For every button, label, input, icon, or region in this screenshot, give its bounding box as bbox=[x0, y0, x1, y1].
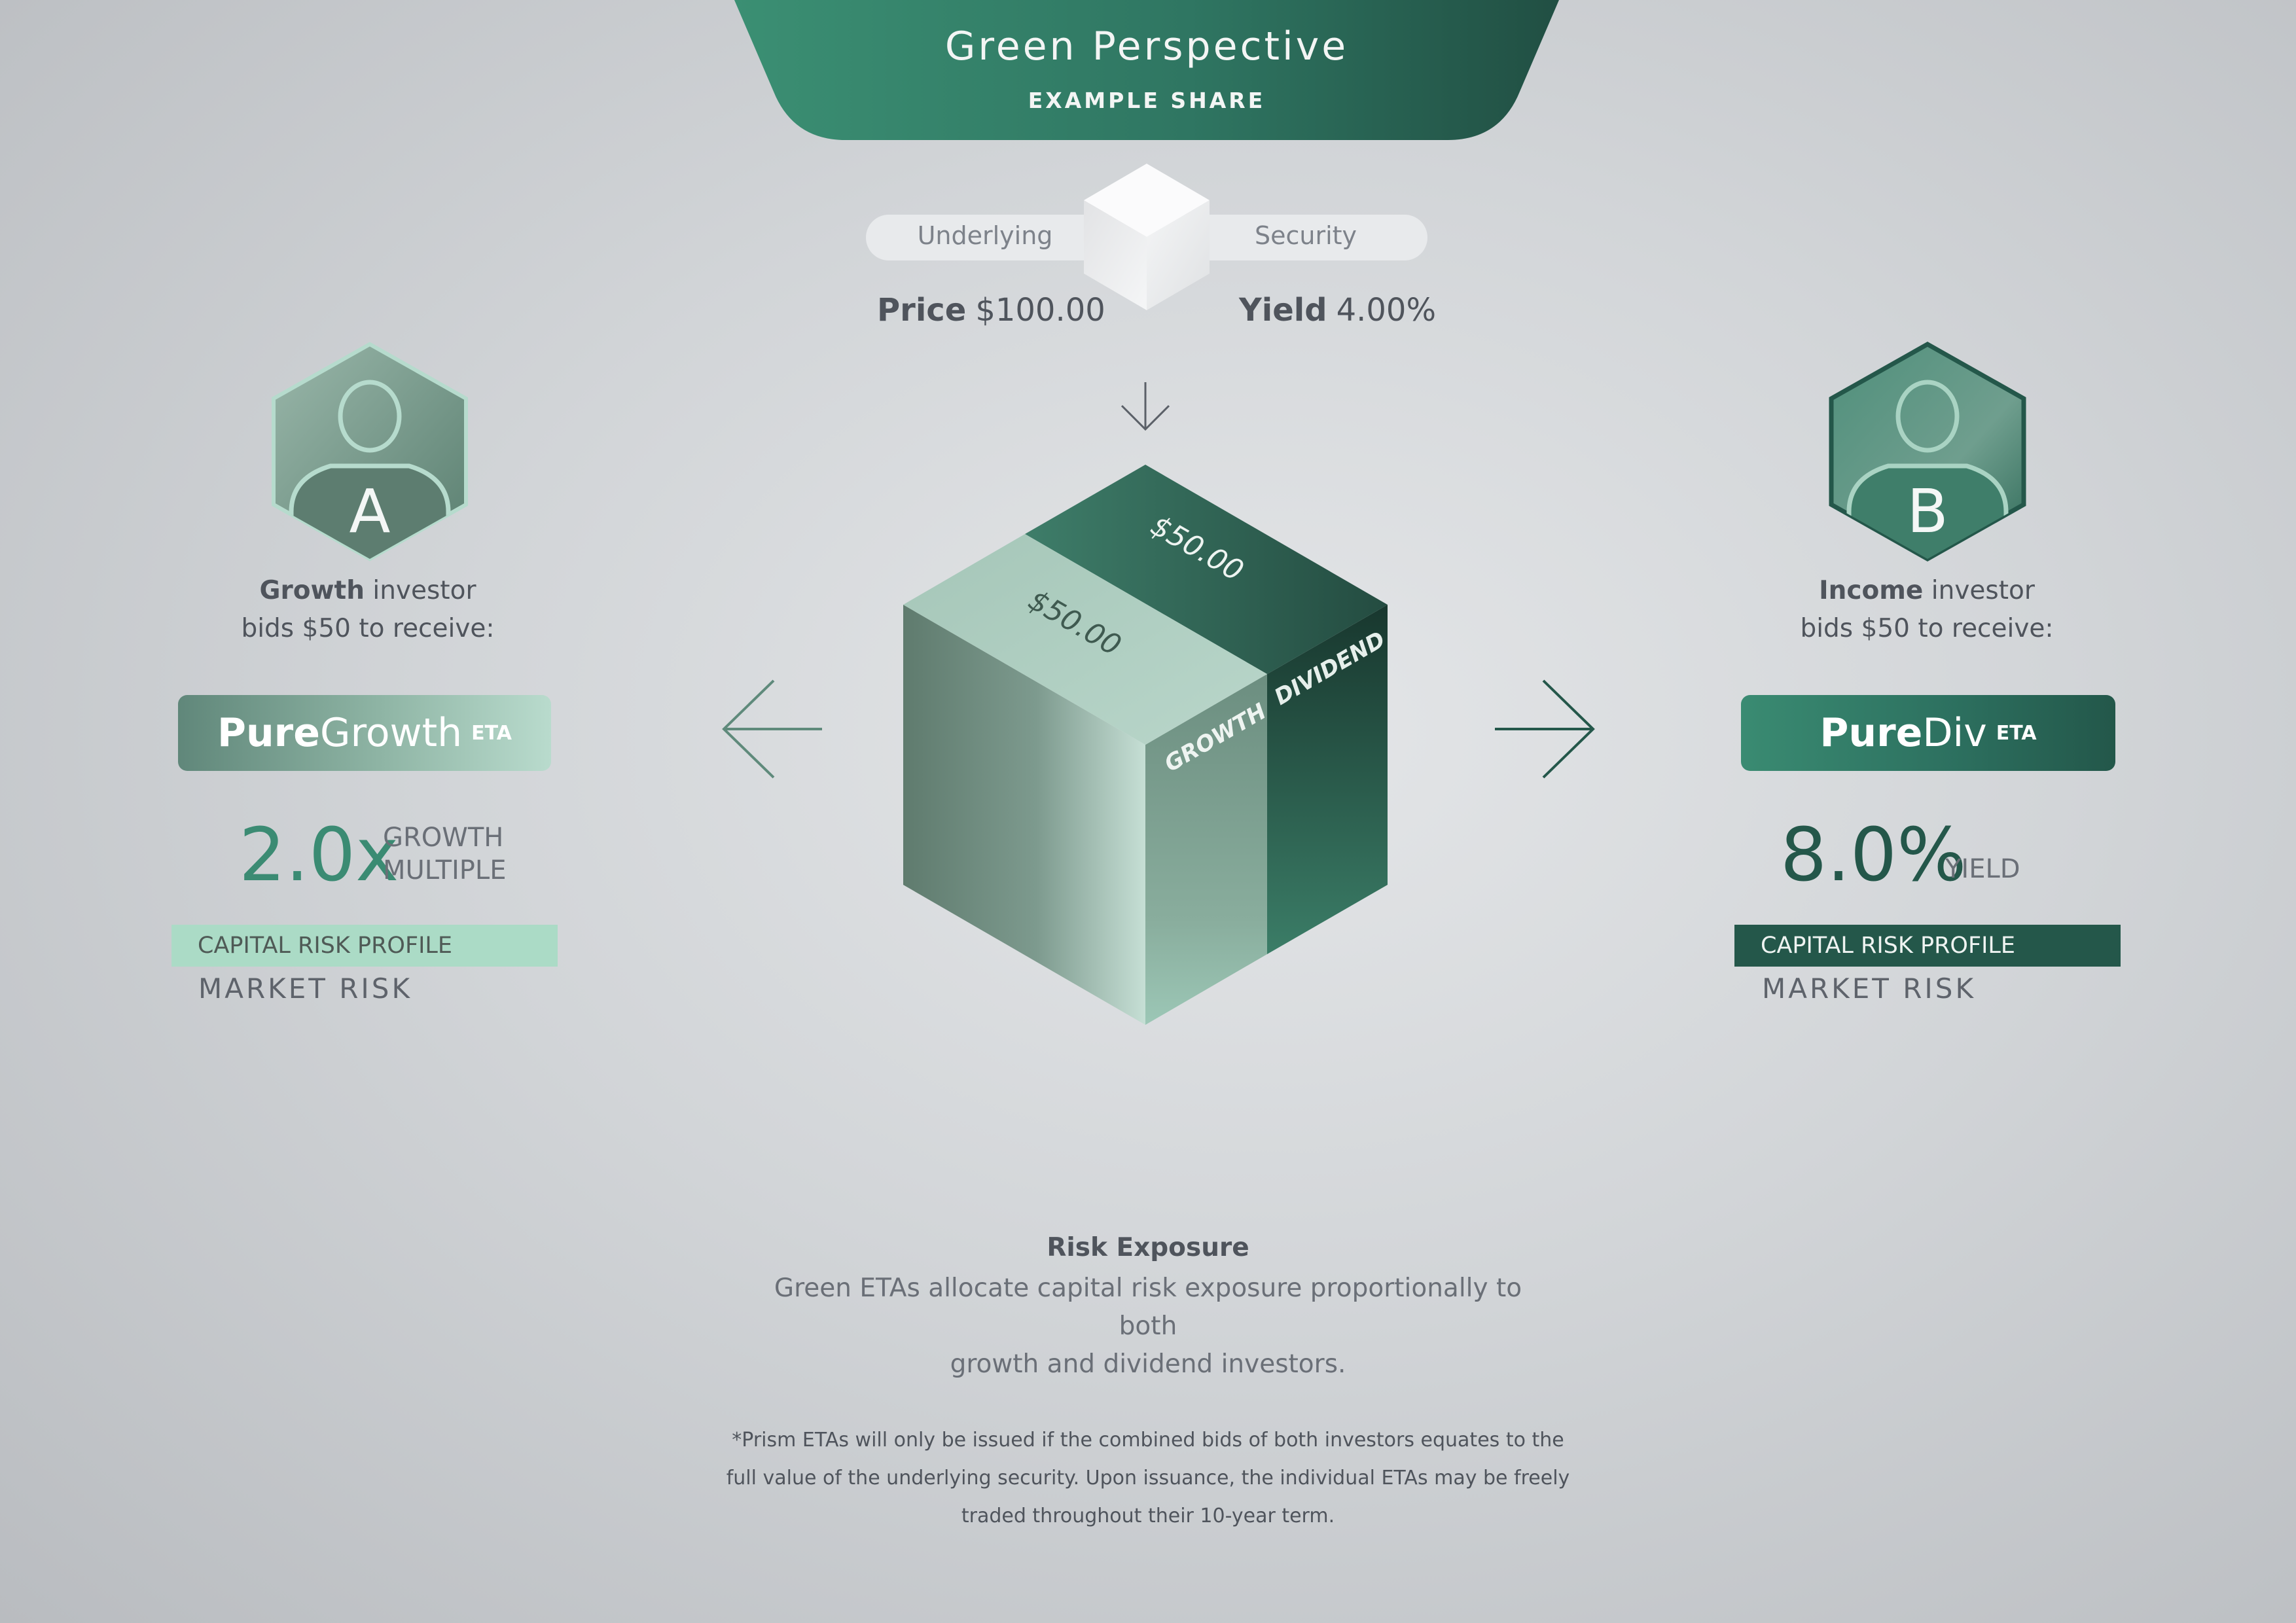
investor-b-type: Income investor bbox=[1731, 572, 2123, 610]
growth-multiple-line1: GROWTH bbox=[383, 823, 504, 853]
growth-multiple-label: GROWTH MULTIPLE bbox=[383, 821, 506, 887]
investor-a-bid: bids $50 to receive: bbox=[241, 614, 495, 643]
security-label: Security bbox=[1254, 221, 1357, 250]
pure-growth-rest: Growth bbox=[319, 710, 463, 756]
investor-a-type-rest: investor bbox=[364, 576, 476, 605]
footnote-line3: traded throughout their 10-year term. bbox=[961, 1505, 1335, 1527]
market-risk-b: MARKET RISK bbox=[1762, 972, 1977, 1005]
growth-multiple-value: 2.0x bbox=[239, 813, 399, 898]
price-readout: Price$100.00 bbox=[877, 292, 1105, 329]
risk-exposure-line1: Green ETAs allocate capital risk exposur… bbox=[774, 1274, 1522, 1341]
yield-value: 4.00% bbox=[1336, 292, 1437, 329]
footnote-line2: full value of the underlying security. U… bbox=[726, 1467, 1570, 1489]
risk-exposure-line2: growth and dividend investors. bbox=[950, 1349, 1346, 1379]
page-title: Green Perspective bbox=[944, 24, 1349, 69]
capital-risk-profile-a: CAPITAL RISK PROFILE bbox=[171, 925, 558, 967]
left-arrow-icon bbox=[720, 678, 825, 780]
pure-div-rest: Div bbox=[1922, 710, 1987, 756]
pure-growth-bold: Pure bbox=[217, 710, 320, 756]
title-banner bbox=[734, 0, 1559, 140]
footnote: *Prism ETAs will only be issued if the c… bbox=[720, 1421, 1576, 1535]
yield-metric-label: YIELD bbox=[1945, 854, 2020, 884]
market-risk-a: MARKET RISK bbox=[198, 972, 413, 1005]
risk-exposure-body: Green ETAs allocate capital risk exposur… bbox=[755, 1270, 1541, 1383]
growth-multiple-line2: MULTIPLE bbox=[383, 855, 507, 885]
security-split-cube: $50.00 $50.00 GROWTH DIVIDEND bbox=[897, 458, 1394, 1027]
price-label: Price bbox=[877, 292, 967, 329]
investor-a-type-bold: Growth bbox=[259, 576, 365, 605]
risk-exposure-title: Risk Exposure bbox=[1047, 1233, 1249, 1262]
cube-icon bbox=[1081, 162, 1212, 313]
investor-b-bid: bids $50 to receive: bbox=[1800, 614, 2054, 643]
yield-metric-value: 8.0% bbox=[1780, 813, 1967, 898]
pure-div-bold: Pure bbox=[1820, 710, 1923, 756]
investor-a-letter: A bbox=[349, 476, 391, 546]
pure-growth-sup: ETA bbox=[471, 721, 512, 745]
footnote-line1: *Prism ETAs will only be issued if the c… bbox=[732, 1429, 1564, 1452]
pure-div-sup: ETA bbox=[1996, 721, 2037, 745]
underlying-label: Underlying bbox=[917, 221, 1053, 250]
capital-risk-profile-b: CAPITAL RISK PROFILE bbox=[1734, 925, 2121, 967]
yield-label: Yield bbox=[1239, 292, 1327, 329]
investor-b-type-bold: Income bbox=[1819, 576, 1924, 605]
down-arrow-icon bbox=[1116, 380, 1175, 432]
investor-b-letter: B bbox=[1907, 476, 1948, 546]
price-value: $100.00 bbox=[975, 292, 1105, 329]
investor-b-avatar bbox=[1826, 340, 2029, 563]
page-subtitle: EXAMPLE SHARE bbox=[1028, 88, 1266, 113]
right-arrow-icon bbox=[1492, 678, 1597, 780]
investor-a-type: Growth investor bbox=[171, 572, 564, 610]
investor-a-avatar bbox=[268, 340, 471, 563]
investor-b-type-rest: investor bbox=[1923, 576, 2035, 605]
